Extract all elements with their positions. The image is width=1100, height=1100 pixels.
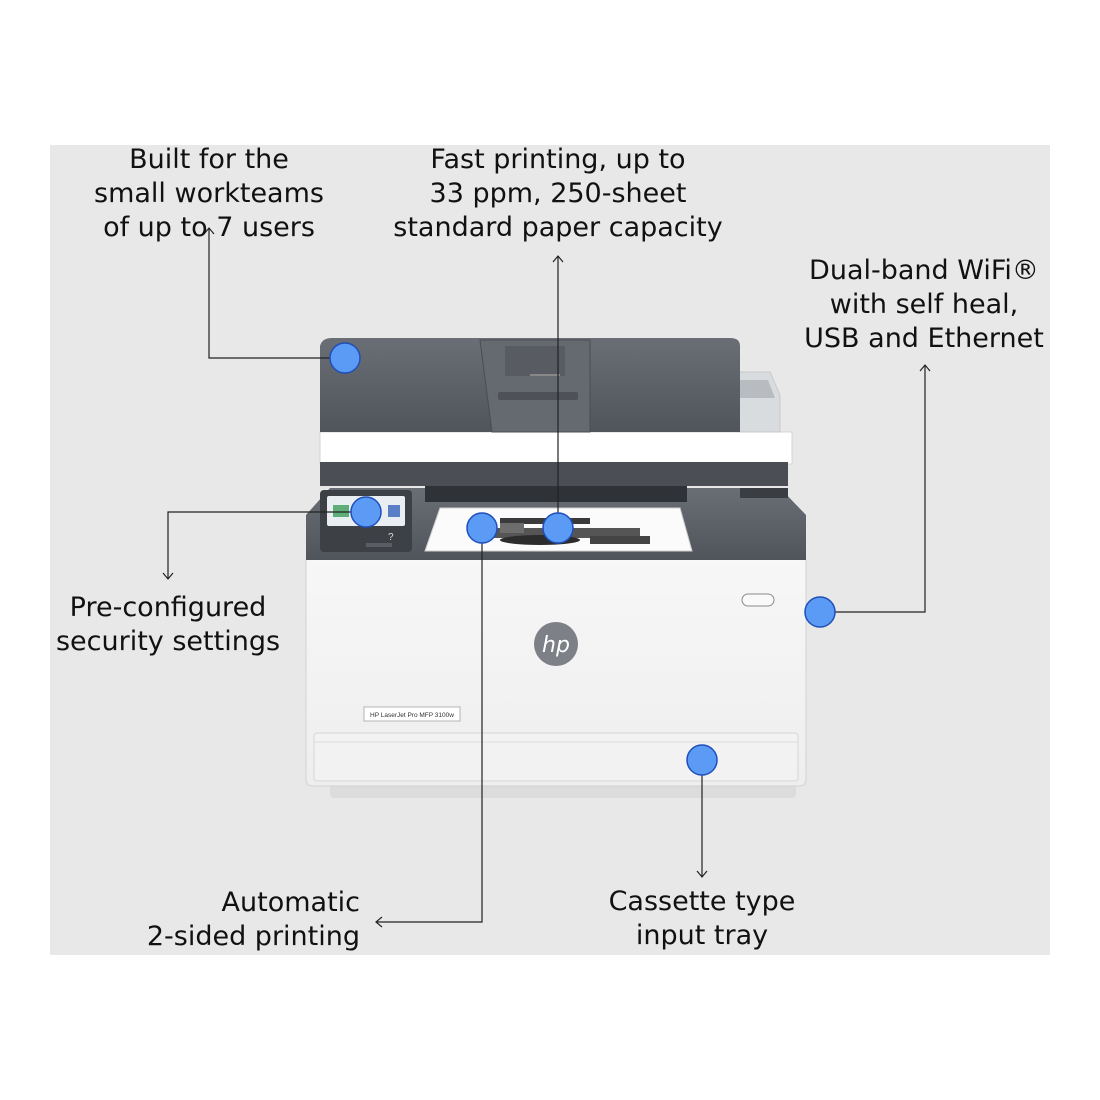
scanner-underside bbox=[320, 462, 788, 486]
callout-line: 33 ppm, 250-sheet bbox=[429, 178, 687, 209]
hotspot-connectivity-icon[interactable] bbox=[804, 596, 836, 628]
arrow-down-icon bbox=[696, 870, 708, 878]
callout-workteams: Built for the small workteams of up to 7… bbox=[89, 143, 329, 245]
callout-line: input tray bbox=[635, 920, 769, 951]
callout-line: small workteams bbox=[94, 178, 324, 209]
arrow-left-icon bbox=[375, 916, 383, 928]
callout-line: standard paper capacity bbox=[393, 212, 723, 243]
hp-logo-text: hp bbox=[542, 633, 570, 658]
callout-line: security settings bbox=[55, 626, 281, 657]
scanner-unit bbox=[319, 431, 793, 465]
callout-line: with self heal, bbox=[829, 289, 1019, 320]
leader-security bbox=[167, 511, 366, 578]
callout-fast-printing: Fast printing, up to 33 ppm, 250-sheet s… bbox=[383, 143, 733, 245]
callout-cassette: Cassette type input tray bbox=[592, 885, 812, 953]
callout-line: Built for the bbox=[129, 144, 289, 175]
arrow-down-icon bbox=[162, 572, 174, 580]
power-button[interactable] bbox=[741, 593, 775, 607]
callout-line: Cassette type bbox=[608, 886, 796, 917]
callout-line: USB and Ethernet bbox=[804, 323, 1044, 354]
output-bay bbox=[425, 482, 687, 502]
hotspot-cassette-icon[interactable] bbox=[686, 744, 718, 776]
leader-workteams bbox=[208, 228, 345, 359]
arrow-up-icon bbox=[203, 227, 215, 235]
callout-line: Fast printing, up to bbox=[430, 144, 686, 175]
arrow-up-icon bbox=[552, 255, 564, 263]
model-label-plate bbox=[363, 706, 461, 722]
callout-line: 2-sided printing bbox=[146, 921, 360, 952]
hotspot-adf-icon[interactable] bbox=[329, 342, 361, 374]
cassette-tray bbox=[313, 732, 799, 782]
callout-wifi: Dual-band WiFi® with self heal, USB and … bbox=[798, 254, 1050, 356]
leader-wifi bbox=[820, 365, 926, 613]
callout-security: Pre-configured security settings bbox=[50, 591, 286, 659]
callout-line: Pre-configured bbox=[69, 592, 267, 623]
callout-line: of up to 7 users bbox=[103, 212, 315, 243]
arrow-up-icon bbox=[919, 364, 931, 372]
leader-duplex bbox=[376, 528, 483, 923]
model-label: HP LaserJet Pro MFP 3100w bbox=[370, 712, 454, 719]
leader-lines bbox=[167, 228, 926, 923]
screen-help-glyph: ? bbox=[388, 532, 394, 543]
hotspot-output-icon[interactable] bbox=[542, 512, 574, 544]
callout-line: Dual-band WiFi® bbox=[809, 255, 1039, 286]
hp-logo-icon bbox=[534, 622, 578, 666]
callout-duplex: Automatic 2-sided printing bbox=[130, 886, 360, 954]
hotspot-security-icon[interactable] bbox=[350, 496, 382, 528]
hotspot-duplex-icon[interactable] bbox=[466, 512, 498, 544]
callout-line: Automatic bbox=[221, 887, 360, 918]
